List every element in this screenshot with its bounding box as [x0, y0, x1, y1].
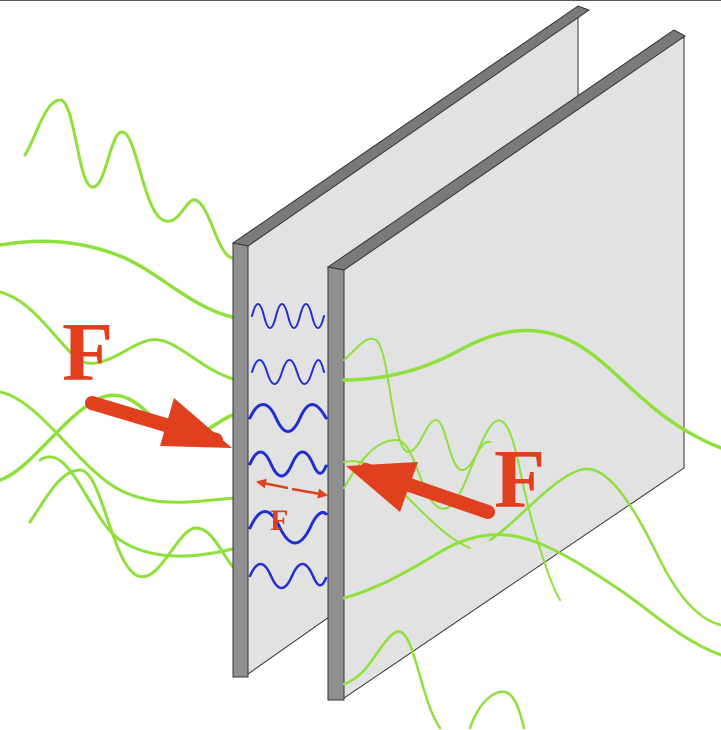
external-wave-8: [342, 328, 721, 450]
right-force-arrowhead: [346, 462, 418, 512]
external-wave-2: [0, 239, 238, 320]
external-wave-11: [342, 533, 721, 657]
left-force-arrowhead: [160, 398, 232, 448]
right-plate: [326, 29, 686, 701]
external-wave-5: [28, 468, 238, 579]
external-wave-1: [23, 98, 238, 260]
left-plate-side-edge: [232, 242, 249, 678]
external-waves-front: [342, 328, 721, 730]
cavity-wave-3: [248, 403, 328, 433]
cavity-wave-1: [251, 303, 325, 329]
external-wave-13: [468, 690, 526, 730]
external-wave-6: [0, 390, 238, 504]
cavity-force-arrow-right: [291, 487, 328, 499]
external-force-arrows: [85, 396, 495, 519]
cavity-waves: [248, 303, 328, 590]
cavity-force-arrows: [256, 478, 328, 499]
external-wave-14: [488, 467, 721, 627]
external-wave-3: [0, 290, 238, 382]
right-plate-side-edge: [327, 266, 345, 701]
external-wave-9: [343, 337, 491, 472]
right-force-label: F: [494, 433, 545, 526]
external-wave-7: [38, 455, 238, 558]
external-wave-10: [343, 419, 561, 601]
cavity-wave-2: [251, 359, 325, 385]
top-border-line: [0, 0, 721, 1]
cavity-force-arrow-left: [256, 478, 289, 490]
cavity-force-label: F: [270, 504, 288, 537]
cavity-wave-4: [248, 450, 328, 478]
external-waves-back: [0, 98, 238, 579]
external-wave-12: [342, 630, 442, 730]
left-force-label: F: [62, 306, 113, 399]
cavity-wave-6: [248, 562, 328, 590]
cavity-wave-5: [248, 510, 328, 545]
